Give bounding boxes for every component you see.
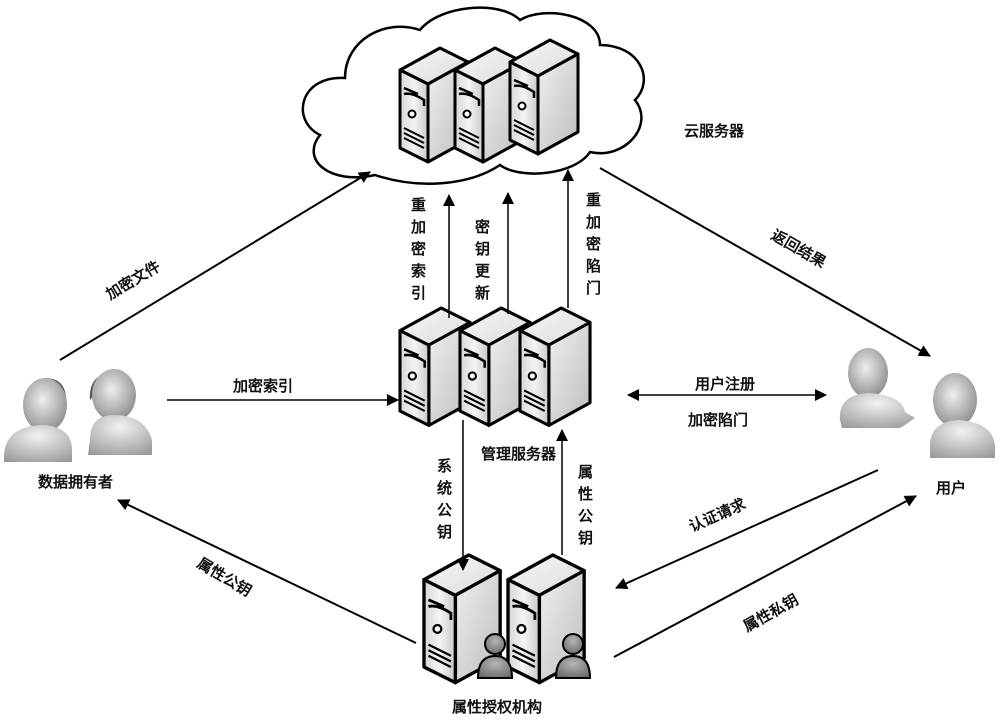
cloud-server-cluster-icon bbox=[398, 38, 580, 164]
server-cluster-icon bbox=[398, 306, 592, 427]
label-char: 陷 bbox=[586, 257, 601, 275]
label-char: 重 bbox=[411, 196, 426, 214]
label-char: 密 bbox=[586, 235, 601, 253]
label-char: 钥 bbox=[437, 523, 452, 541]
label-char: 属 bbox=[578, 463, 593, 481]
label-char: 新 bbox=[475, 284, 490, 302]
label-char: 钥 bbox=[578, 529, 593, 547]
label-char: 系 bbox=[437, 457, 452, 475]
cloud-server-label: 云服务器 bbox=[684, 122, 745, 140]
edge-label-auth-request: 认证请求 bbox=[686, 494, 749, 535]
label-char: 公 bbox=[437, 501, 452, 519]
edge-label-return-result: 返回结果 bbox=[768, 226, 830, 272]
label-char: 性 bbox=[578, 485, 593, 503]
person-icon bbox=[88, 369, 152, 455]
svg-text:重加密索引: 重加密索引 bbox=[410, 196, 426, 302]
label-char: 密 bbox=[411, 240, 426, 258]
edge-label-encrypted-trapdoor: 加密陷门 bbox=[687, 411, 748, 429]
arrow-auth-request bbox=[615, 469, 879, 589]
label-char: 加 bbox=[585, 213, 601, 231]
owner-node bbox=[4, 369, 152, 462]
label-char: 加 bbox=[410, 218, 426, 236]
manager-server-label: 管理服务器 bbox=[481, 445, 557, 463]
person-icon bbox=[4, 378, 72, 462]
edge-label-reencrypted-trapdoor: 重加密陷门 bbox=[585, 191, 601, 297]
svg-text:密钥更新: 密钥更新 bbox=[475, 218, 491, 302]
svg-text:属性公钥: 属性公钥 bbox=[578, 463, 593, 547]
edge-label-reencrypted-index: 重加密索引 bbox=[410, 196, 426, 302]
user-node bbox=[839, 348, 995, 458]
label-char: 重 bbox=[586, 191, 601, 209]
label-char: 更 bbox=[475, 262, 491, 280]
admin-user-icon bbox=[554, 633, 592, 679]
person-icon bbox=[839, 348, 915, 428]
label-char: 统 bbox=[437, 479, 452, 497]
label-char: 密 bbox=[475, 218, 490, 236]
owner-label: 数据拥有者 bbox=[38, 473, 113, 491]
authority-label: 属性授权机构 bbox=[452, 698, 542, 716]
arrow-attribute-private-key bbox=[613, 495, 917, 658]
label-char: 公 bbox=[578, 507, 593, 525]
label-char: 索 bbox=[411, 262, 426, 280]
cloud-server-node bbox=[301, 6, 646, 185]
arrow-encrypted-file bbox=[59, 171, 371, 361]
edge-label-system-public-key: 系统公钥 bbox=[437, 457, 452, 541]
users-icon bbox=[4, 369, 152, 462]
user-label: 用户 bbox=[936, 479, 966, 497]
edge-label-encrypted-index: 加密索引 bbox=[232, 377, 293, 395]
person-icon bbox=[929, 373, 995, 458]
admin-user-icon bbox=[476, 633, 514, 679]
edge-label-key-update: 密钥更新 bbox=[475, 218, 491, 302]
edge-label-encrypted-file: 加密文件 bbox=[102, 257, 164, 304]
label-char: 钥 bbox=[475, 240, 490, 258]
svg-text:重加密陷门: 重加密陷门 bbox=[585, 191, 601, 297]
edge-label-user-register: 用户注册 bbox=[695, 375, 755, 393]
authority-server-node bbox=[422, 553, 592, 685]
edge-label-attribute-private-key: 属性私钥 bbox=[740, 591, 801, 636]
svg-text:系统公钥: 系统公钥 bbox=[437, 457, 452, 541]
users-icon bbox=[839, 348, 995, 458]
edge-label-attribute-public-key-up: 属性公钥 bbox=[578, 463, 593, 547]
label-char: 门 bbox=[586, 279, 601, 297]
arrow-attribute-public-key-owner bbox=[117, 499, 417, 644]
manager-server-node bbox=[398, 306, 592, 427]
arrow-return-result bbox=[599, 167, 931, 357]
label-char: 引 bbox=[411, 284, 426, 302]
authority-server-icon bbox=[422, 553, 592, 685]
